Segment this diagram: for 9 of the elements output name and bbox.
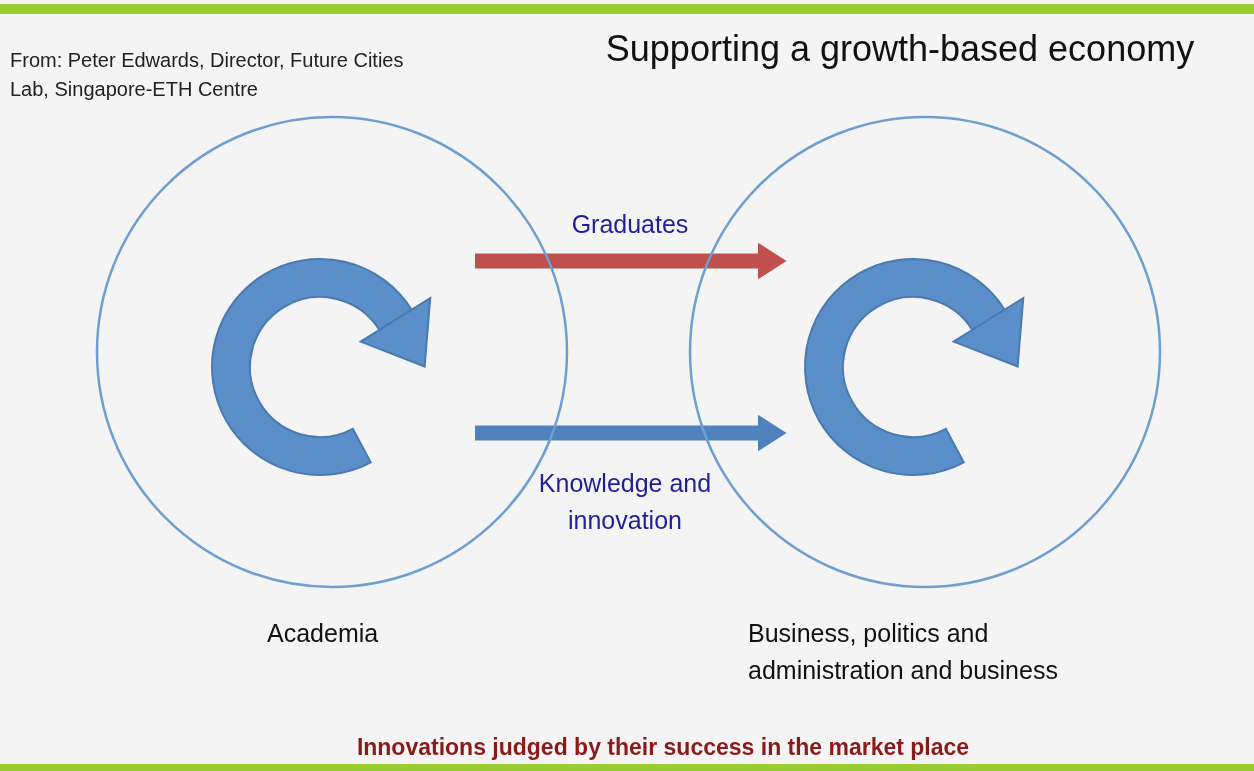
- arrow: [475, 414, 787, 452]
- caption: Innovations judged by their success in the market place: [355, 734, 971, 761]
- source-note: From: Peter Edwards, Director, Future Cities Lab, Singapore-ETH Centre: [10, 48, 405, 102]
- edge-label: Graduates: [570, 209, 690, 240]
- node-label: Academia: [267, 618, 380, 649]
- arrow: [475, 242, 787, 280]
- edge-label: Knowledge and innovation: [537, 468, 713, 536]
- title: Supporting a growth-based economy: [604, 28, 1196, 70]
- node-label: Business, politics and administration and business: [748, 618, 1059, 686]
